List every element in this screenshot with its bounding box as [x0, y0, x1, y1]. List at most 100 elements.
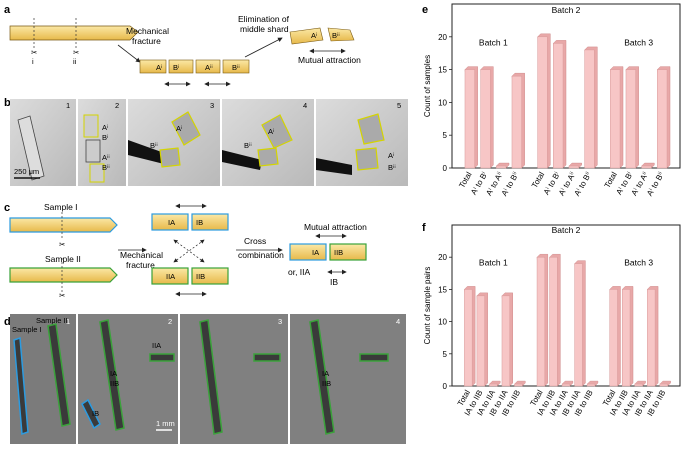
crystal: [261, 114, 293, 149]
group-label: Batch 1: [479, 257, 508, 267]
crystal: [171, 111, 201, 146]
crystal: [81, 398, 101, 430]
sample-i-label: Sample I: [12, 325, 42, 334]
tag: IIB: [334, 248, 343, 257]
shard-bii: [222, 59, 250, 74]
panel-e-label: e: [422, 4, 428, 16]
crystal: [149, 353, 175, 362]
bar: [514, 383, 523, 387]
mutual-attraction-label: Mutual attraction: [304, 222, 367, 232]
bar: [476, 295, 485, 387]
scale-text: 1 mm: [156, 419, 175, 428]
y-tick-label: 5: [443, 131, 448, 140]
y-tick-label: 5: [443, 350, 448, 359]
scale-text: 250 μm: [14, 167, 39, 176]
crystal: [199, 319, 223, 435]
bar: [568, 165, 579, 169]
bar: [501, 295, 511, 387]
tag: Aⁱ: [268, 127, 274, 136]
tag: Bⁱⁱ: [102, 163, 110, 172]
y-axis-label: Count of samples: [423, 55, 432, 117]
bar: [464, 289, 473, 387]
frame-3: 3: [180, 314, 288, 444]
crystal: [13, 336, 29, 436]
probe: [222, 150, 262, 170]
result-right: [329, 243, 367, 261]
or-text: or, IIA: [288, 267, 311, 277]
tag: IA: [312, 248, 319, 257]
bar: [610, 69, 621, 169]
tag: Aⁱ: [176, 124, 182, 133]
probe: [316, 158, 352, 175]
y-tick-label: 0: [443, 164, 448, 173]
fragment-ib: [191, 213, 229, 231]
bar: [549, 256, 558, 387]
bar: [586, 383, 596, 387]
bar: [634, 383, 643, 387]
fragment-ia: [151, 213, 189, 231]
bar: [657, 69, 668, 169]
group-label: Batch 3: [624, 38, 653, 48]
frame-number: 2: [115, 101, 119, 110]
panel-b: b 1 250 μm 2 Aⁱ Bⁱ Aⁱⁱ Bⁱⁱ 3 Aⁱ Bⁱⁱ: [4, 97, 408, 186]
y-tick-label: 20: [438, 33, 447, 42]
group-label: Batch 3: [624, 257, 653, 267]
crystal: [47, 323, 71, 427]
shard-tag: Bⁱ: [173, 63, 179, 72]
y-tick-label: 15: [438, 66, 447, 75]
mutual-attraction-label: Mutual attraction: [298, 55, 361, 65]
crystal: [357, 113, 385, 145]
fracture-label: fracture: [126, 260, 155, 270]
bar: [496, 165, 507, 169]
result-left: [289, 243, 327, 261]
bar: [625, 69, 636, 169]
frame-number: 4: [396, 317, 400, 326]
tag: IIB: [196, 272, 205, 281]
scissors-icon: ✂: [59, 240, 66, 249]
shard-bi: [168, 59, 194, 74]
tag: IIB: [322, 379, 331, 388]
bar: [537, 36, 548, 169]
panel-c: c Sample I ✂ Sample II ✂ Mechanical frac…: [4, 202, 367, 300]
arrow: [117, 44, 141, 63]
group-label: Batch 2: [552, 225, 581, 235]
y-tick-label: 10: [438, 318, 447, 327]
probe: [128, 140, 170, 165]
tag: Bⁱⁱ: [244, 141, 252, 150]
bar: [480, 69, 491, 169]
fragment-iib: [191, 267, 229, 285]
crystal: [309, 319, 335, 435]
sample-ii-label: Sample II: [36, 316, 68, 325]
panel-d-label: d: [4, 316, 11, 328]
sample-ii-label: Sample II: [45, 254, 81, 264]
frame-4: 4 Aⁱ Bⁱⁱ: [222, 99, 314, 186]
bar: [561, 383, 571, 387]
frame-3: 3 Aⁱ Bⁱⁱ: [128, 99, 220, 186]
bar: [489, 383, 498, 387]
crystal: [355, 147, 379, 171]
cross-label: Cross: [244, 236, 266, 246]
crystal: [83, 114, 99, 138]
shard-aii: [195, 59, 221, 74]
group-label: Batch 1: [479, 38, 508, 48]
shard-tag: Aⁱ: [156, 63, 162, 72]
crystal: [99, 319, 125, 431]
tag: Aⁱⁱ: [102, 153, 110, 162]
crystal: [159, 147, 181, 168]
bar: [536, 256, 546, 387]
bar: [659, 383, 668, 387]
crystal: [253, 353, 281, 362]
crystal-whole: [9, 25, 139, 41]
panel-a: a ✂ ✂ i ii Mechanical fracture Aⁱ Bⁱ Aⁱⁱ…: [4, 4, 361, 87]
fragment-iia: [151, 267, 189, 285]
y-axis-label: Count of sample pairs: [423, 267, 432, 345]
tag: Bⁱⁱ: [150, 141, 158, 150]
ib-text: IB: [330, 277, 338, 287]
pair-left: [289, 27, 324, 45]
panel-c-label: c: [4, 202, 10, 214]
frame-number: 2: [168, 317, 172, 326]
frame-4: 4 IA IIB: [290, 314, 406, 444]
frame-number: 4: [303, 101, 307, 110]
y-tick-label: 15: [438, 285, 447, 294]
